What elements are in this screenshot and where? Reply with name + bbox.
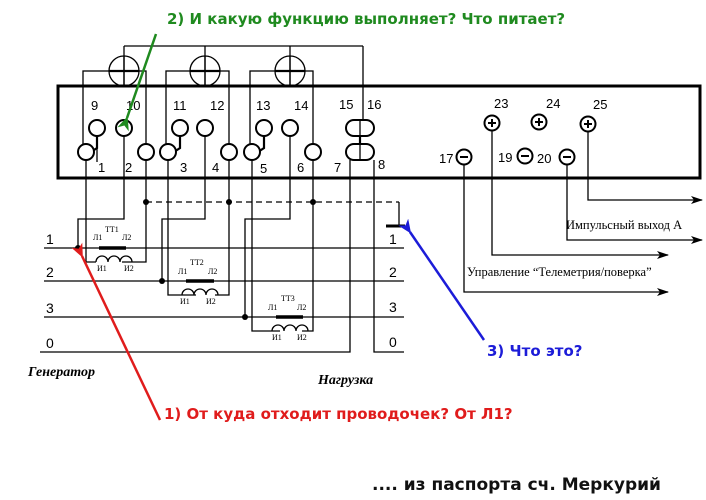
meter-body <box>56 84 702 180</box>
question-3-text: 3) Что это? <box>487 342 582 360</box>
terminal-11 <box>171 119 189 137</box>
svg-text:И1: И1 <box>97 264 107 273</box>
svg-text:3: 3 <box>46 300 54 316</box>
terminal-6 <box>304 143 322 161</box>
svg-text:3: 3 <box>389 299 397 315</box>
svg-text:И2: И2 <box>124 264 134 273</box>
svg-text:8: 8 <box>378 157 385 172</box>
svg-text:ТТ3: ТТ3 <box>281 294 295 303</box>
svg-text:Л1: Л1 <box>93 233 102 242</box>
svg-text:6: 6 <box>297 160 304 175</box>
svg-text:14: 14 <box>294 98 308 113</box>
terminal-24-plus-icon <box>530 113 548 131</box>
svg-text:И2: И2 <box>206 297 216 306</box>
svg-text:Л2: Л2 <box>122 233 131 242</box>
green-arrow <box>117 33 158 132</box>
terminal-12 <box>196 119 214 137</box>
svg-text:0: 0 <box>389 334 397 350</box>
current-voltage-terminals <box>77 119 375 161</box>
terminal-4 <box>220 143 238 161</box>
svg-text:2: 2 <box>46 264 54 280</box>
svg-text:16: 16 <box>367 97 381 112</box>
svg-text:Л1: Л1 <box>268 303 277 312</box>
svg-text:0: 0 <box>46 335 54 351</box>
terminal-3 <box>159 143 177 161</box>
terminal-13 <box>255 119 273 137</box>
terminal-numbers-bottom: 1 2 3 4 5 6 7 8 <box>98 157 385 176</box>
svg-text:5: 5 <box>260 161 267 176</box>
terminal-19-minus-icon <box>516 147 534 165</box>
svg-text:19: 19 <box>498 150 512 165</box>
internal-wires <box>82 86 364 153</box>
source-caption: .... из паспорта сч. Меркурий <box>372 475 661 495</box>
svg-text:Л1: Л1 <box>178 267 187 276</box>
terminal-1 <box>77 143 95 161</box>
question-1-text: 1) От куда отходит проводочек? От Л1? <box>164 405 513 423</box>
svg-text:13: 13 <box>256 98 270 113</box>
aux-terminals: 23 24 25 17 19 20 <box>439 96 607 166</box>
svg-text:2: 2 <box>125 160 132 175</box>
output-wires: Импульсный выход А Управление “Телеметри… <box>463 130 703 296</box>
telemetry-control-label: Управление “Телеметрия/поверка” <box>467 265 652 279</box>
terminal-14 <box>281 119 299 137</box>
external-wires <box>40 136 405 353</box>
question-2-text: 2) И какую функцию выполняет? Что питает… <box>167 10 565 28</box>
svg-text:23: 23 <box>494 96 508 111</box>
svg-text:1: 1 <box>389 231 397 247</box>
load-label: Нагрузка <box>317 373 373 388</box>
terminal-20-minus-icon <box>558 148 576 166</box>
svg-text:4: 4 <box>212 160 219 175</box>
terminal-9 <box>88 119 106 137</box>
terminal-10 <box>115 119 133 137</box>
svg-text:12: 12 <box>210 98 224 113</box>
svg-text:25: 25 <box>593 97 607 112</box>
svg-text:24: 24 <box>546 96 560 111</box>
current-transformer-tt1: ТТ1 Л1 Л2 И1 И2 <box>93 225 134 273</box>
svg-text:Л2: Л2 <box>297 303 306 312</box>
svg-text:И1: И1 <box>272 333 282 342</box>
terminal-25-plus-icon <box>579 115 597 133</box>
svg-text:Л2: Л2 <box>208 267 217 276</box>
svg-text:7: 7 <box>334 160 341 175</box>
voltage-coils <box>82 45 364 87</box>
svg-text:И1: И1 <box>180 297 190 306</box>
terminal-2 <box>137 143 155 161</box>
svg-text:15: 15 <box>339 97 353 112</box>
terminal-5 <box>243 143 261 161</box>
svg-text:2: 2 <box>389 264 397 280</box>
svg-text:17: 17 <box>439 151 453 166</box>
svg-text:3: 3 <box>180 160 187 175</box>
current-transformer-tt3: ТТ3 Л1 Л2 И1 И2 <box>268 294 309 342</box>
svg-text:И2: И2 <box>297 333 307 342</box>
generator-label: Генератор <box>27 365 95 380</box>
current-transformer-tt2: ТТ2 Л1 Л2 И1 И2 <box>178 258 219 306</box>
blue-arrow <box>398 218 486 341</box>
svg-text:1: 1 <box>46 231 54 247</box>
svg-text:11: 11 <box>173 98 187 113</box>
svg-text:1: 1 <box>98 160 105 175</box>
svg-text:ТТ1: ТТ1 <box>105 225 119 234</box>
red-arrow <box>71 242 162 421</box>
svg-text:ТТ2: ТТ2 <box>190 258 204 267</box>
terminal-23-plus-icon <box>483 114 501 132</box>
terminal-17-minus-icon <box>455 148 473 166</box>
svg-text:20: 20 <box>537 151 551 166</box>
svg-text:9: 9 <box>91 98 98 113</box>
pulse-output-label: Импульсный выход А <box>566 218 682 232</box>
